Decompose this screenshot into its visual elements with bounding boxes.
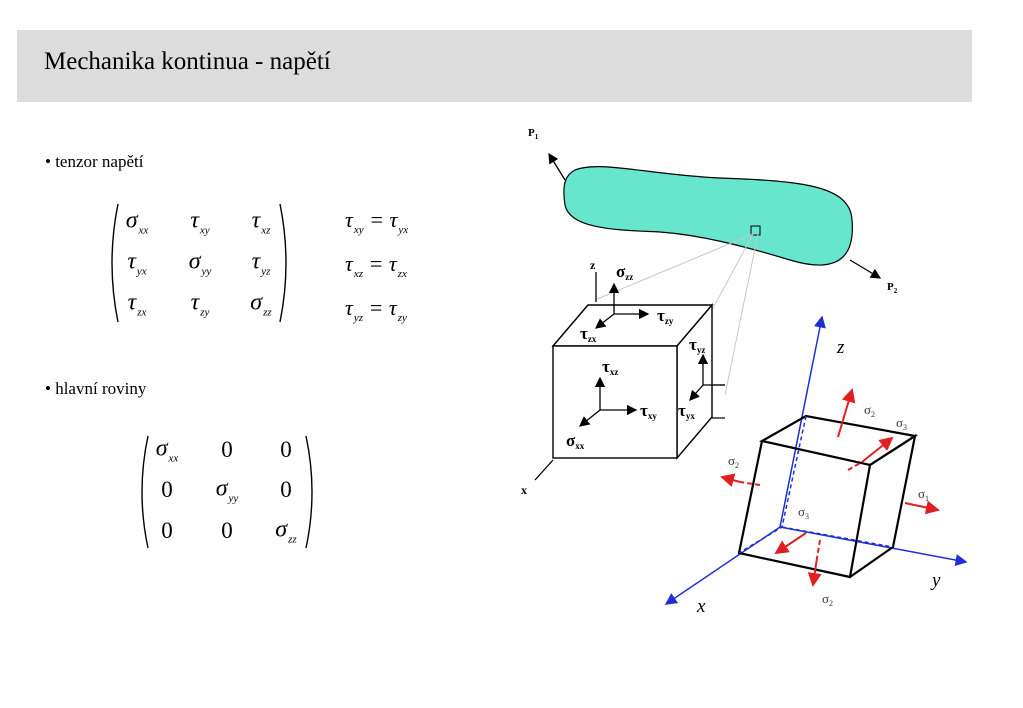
matrix-cell: 0 [161, 477, 173, 502]
principal-axis-z-label: z [836, 337, 845, 358]
cube-axis-z-label: z [590, 258, 596, 272]
principal-tensor-matrix: σxx 0 0 0 σyy 0 0 0 σzz [134, 432, 320, 552]
sigma-xx-label: σxx [566, 431, 585, 451]
sigma3-top-label: σ3 [896, 415, 907, 432]
tau-xy-label: τxy [640, 401, 657, 421]
load-p2-arrow [849, 259, 882, 279]
principal-axis-x-label: x [696, 596, 706, 617]
principal-stress-element: z y x σ2 σ3 σ2 σ1 σ3 σ2 [664, 315, 968, 617]
matrix-cell: 0 [221, 518, 233, 543]
tau-zy-label: τzy [657, 306, 674, 326]
matrix-cell: σxx [155, 435, 179, 465]
tau-zx-label: τzx [580, 324, 597, 344]
matrix-cell: σzz [250, 289, 272, 319]
loaded-body: P1 P2 [528, 127, 898, 295]
matrix-cell: σyy [188, 248, 212, 278]
load-p1-arrow [548, 152, 566, 181]
page-title: Mechanika kontinua - napětí [44, 48, 331, 75]
material-point-icon [750, 225, 761, 236]
bullet-stress-tensor: • tenzor napětí [45, 152, 144, 171]
matrix-cell: σzz [275, 516, 297, 546]
sigma2-left-label: σ2 [728, 453, 739, 470]
matrix-brackets [141, 435, 313, 549]
matrix-cell: τyz [251, 248, 271, 278]
matrix-cell: τxy [190, 207, 210, 237]
matrix-cell: τzx [127, 289, 147, 319]
symmetry-eq-xz: τxz = τzx [345, 251, 407, 280]
matrix-cell: 0 [280, 437, 292, 462]
tau-xz-label: τxz [602, 357, 618, 377]
tau-yx-label: τyx [678, 401, 695, 421]
matrix-cell: σyy [215, 475, 239, 505]
cube-axis-x-label: x [521, 483, 527, 497]
zoom-lines [594, 233, 759, 396]
title-bar: Mechanika kontinua - napětí [17, 30, 972, 102]
principal-axis-y-label: y [930, 570, 941, 591]
matrix-cell: 0 [280, 477, 292, 502]
sigma1-right-label: σ1 [918, 486, 929, 503]
principal-y-axis [779, 526, 968, 566]
bullet-principal-planes: • hlavní roviny [45, 379, 147, 398]
matrix-cell: τzy [190, 289, 210, 319]
load-p2-label: P2 [887, 281, 898, 295]
principal-x-axis [664, 526, 781, 605]
symmetry-eq-xy: τxy = τyx [345, 207, 409, 236]
load-p1-label: P1 [528, 127, 539, 141]
matrix-cell: 0 [161, 518, 173, 543]
matrix-cell: τxz [251, 207, 271, 237]
sigma-zz-label: σzz [616, 262, 633, 282]
stress-element-cube: z x σzz τzy τzx τyz τxz τxy τyx σxx [521, 258, 725, 497]
matrix-cell: σxx [125, 207, 149, 237]
sigma2-bottom-label: σ2 [822, 591, 833, 608]
matrix-brackets [111, 203, 287, 323]
stress-tensor-matrix: σxx τxy τxz τyx σyy τyz τzx τzy σzz [104, 200, 294, 326]
x-axis-line [534, 459, 554, 481]
matrix-cell: 0 [221, 437, 233, 462]
principal-z-axis [779, 315, 826, 528]
tau-yz-label: τyz [689, 335, 705, 355]
sigma2-top-label: σ2 [864, 402, 875, 419]
matrix-cell: τyx [127, 248, 147, 278]
sigma3-bottom-label: σ3 [798, 504, 809, 521]
symmetry-eq-yz: τyz = τzy [345, 295, 407, 324]
